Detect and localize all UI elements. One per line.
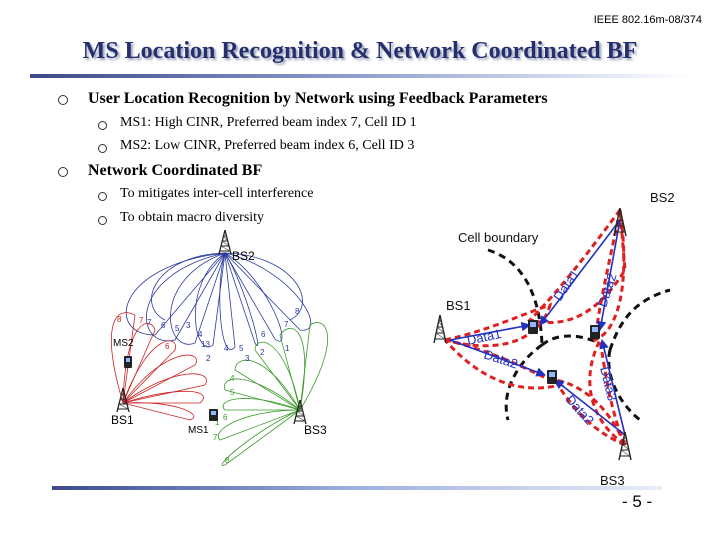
svg-text:7: 7 [284, 320, 289, 329]
sub-bullet-marker [98, 121, 107, 130]
bs3-tower-icon [618, 431, 632, 461]
svg-text:Data1: Data1 [550, 267, 582, 304]
ms2-label: MS2 [113, 338, 134, 349]
bs3-label: BS3 [304, 423, 327, 437]
svg-text:8: 8 [295, 307, 300, 316]
ms-phone-icon [590, 325, 600, 339]
svg-text:5: 5 [175, 324, 180, 333]
cell-boundary-label: Cell boundary [458, 230, 539, 245]
network-coordinated-bf-diagram: Data1 Data2 Data1 Data2 Data3 Data2 Cell… [433, 190, 675, 488]
ms-phone-icon [547, 370, 557, 384]
title-underline [30, 74, 690, 78]
page-number: - 5 - [622, 492, 653, 511]
bs3-beams [217, 322, 328, 466]
svg-text:6: 6 [161, 321, 166, 330]
bs2-beams [125, 252, 312, 350]
ms1-phone-icon [209, 409, 218, 421]
bullet-marker [58, 167, 68, 177]
red-beam-indices: 8 7 6 [117, 315, 170, 351]
sub-bullet-ms1: MS1: High CINR, Preferred beam index 7, … [120, 115, 417, 130]
svg-text:4: 4 [230, 374, 235, 383]
bs2-tower-icon [218, 229, 232, 255]
svg-text:8: 8 [225, 456, 230, 465]
svg-text:1: 1 [215, 418, 220, 427]
document-id: IEEE 802.16m-08/374 [593, 14, 702, 26]
bs2-label: BS2 [232, 249, 255, 263]
svg-text:Data3: Data3 [597, 365, 620, 402]
svg-text:4: 4 [198, 330, 203, 339]
bs1-tower-icon [433, 314, 447, 344]
svg-text:6: 6 [261, 330, 266, 339]
bs2-label: BS2 [650, 190, 675, 205]
sub-bullet-marker [98, 144, 107, 153]
svg-text:Data2: Data2 [595, 271, 620, 309]
green-beam-indices: 4 5 6 7 8 1 [213, 374, 235, 465]
bs1-label: BS1 [111, 413, 134, 427]
bullet-location-recognition: User Location Recognition by Network usi… [88, 90, 548, 107]
bullet-network-bf: Network Coordinated BF [88, 162, 263, 179]
svg-text:Data2: Data2 [482, 347, 520, 372]
bs1-label: BS1 [446, 298, 471, 313]
sub-bullet-marker [98, 216, 107, 225]
bs3-label: BS3 [600, 473, 625, 488]
footer-rule [52, 486, 662, 490]
svg-text:13: 13 [201, 340, 210, 349]
svg-text:6: 6 [223, 413, 228, 422]
ms-phone-icon [528, 320, 538, 334]
svg-text:7: 7 [139, 316, 144, 325]
svg-text:1: 1 [285, 344, 290, 353]
ms2-phone-icon [124, 356, 132, 368]
svg-text:2: 2 [206, 354, 211, 363]
sub-bullet-mitigate: To mitigates inter-cell interference [120, 186, 314, 201]
sub-bullet-ms2: MS2: Low CINR, Preferred beam index 6, C… [120, 138, 415, 153]
svg-text:3: 3 [245, 354, 250, 363]
ms1-label: MS1 [188, 425, 209, 436]
svg-text:2: 2 [260, 348, 265, 357]
sub-bullet-marker [98, 192, 107, 201]
svg-text:Data1: Data1 [466, 326, 503, 348]
svg-text:8: 8 [117, 315, 122, 324]
blue-beam-indices: 7 6 5 3 4 4 5 6 7 8 13 2 3 2 1 [147, 307, 300, 363]
bullet-marker [58, 95, 68, 105]
data-arrows [449, 219, 626, 436]
svg-text:7: 7 [147, 318, 152, 327]
sub-bullet-diversity: To obtain macro diversity [120, 210, 265, 225]
svg-text:4: 4 [224, 344, 229, 353]
svg-text:3: 3 [186, 321, 191, 330]
beam-pattern-diagram: 7 6 5 3 4 4 5 6 7 8 13 2 3 2 1 8 7 6 4 5… [111, 229, 328, 466]
bs1-beams [111, 312, 207, 421]
svg-text:6: 6 [165, 342, 170, 351]
svg-text:5: 5 [230, 388, 235, 397]
svg-text:7: 7 [213, 433, 218, 442]
slide-title: MS Location Recognition & Network Coordi… [82, 38, 638, 64]
svg-text:5: 5 [239, 344, 244, 353]
